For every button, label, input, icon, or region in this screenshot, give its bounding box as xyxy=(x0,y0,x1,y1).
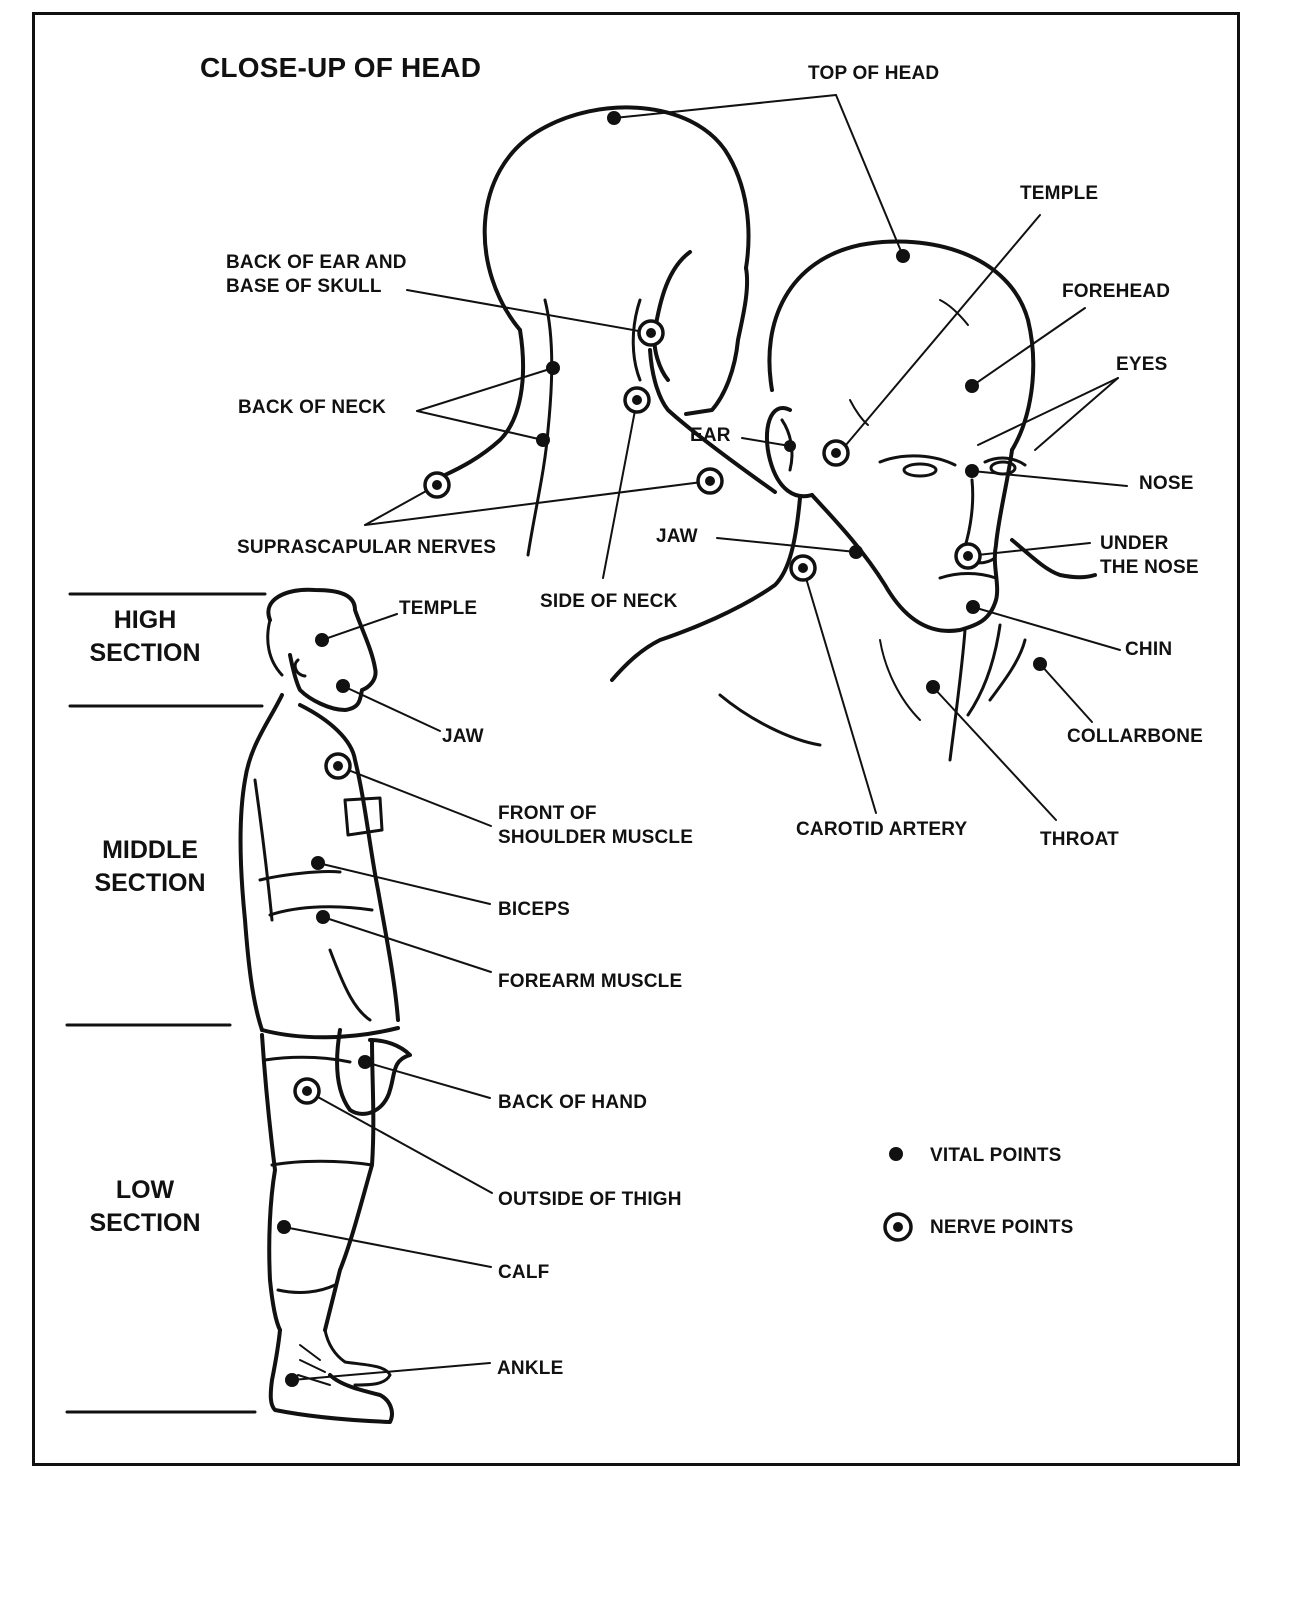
vital-points xyxy=(277,111,1047,1387)
label-low-section: LOW SECTION xyxy=(89,1176,201,1237)
legend-nerve-points: NERVE POINTS xyxy=(930,1217,1074,1238)
label-throat: THROAT xyxy=(1040,829,1119,850)
nerve-point-carotid-artery xyxy=(789,554,817,582)
vital-point-ear xyxy=(784,440,796,452)
label-middle-section: MIDDLE SECTION xyxy=(94,836,206,897)
legend-nerve-ring xyxy=(883,1212,913,1242)
vital-point-back-of-neck-1 xyxy=(546,361,560,375)
vital-point-soldier-temple xyxy=(315,633,329,647)
soldier-drawing xyxy=(238,587,412,1424)
vital-point-back-of-hand xyxy=(358,1055,372,1069)
vital-point-biceps xyxy=(311,856,325,870)
vital-point-calf xyxy=(277,1220,291,1234)
label-jaw-head: JAW xyxy=(656,526,698,547)
diagram-frame xyxy=(32,12,1240,1466)
label-ankle: ANKLE xyxy=(497,1358,564,1379)
label-chin: CHIN xyxy=(1125,639,1173,660)
nerve-points xyxy=(293,319,982,1242)
legend-vital-points: VITAL POINTS xyxy=(930,1145,1062,1166)
vital-point-collarbone xyxy=(1033,657,1047,671)
nerve-point-back-of-ear xyxy=(637,319,665,347)
label-suprascapular-nerves: SUPRASCAPULAR NERVES xyxy=(237,537,497,558)
diagram-title: CLOSE-UP OF HEAD xyxy=(200,52,482,83)
nerve-point-under-nose xyxy=(954,542,982,570)
nerve-point-suprascapular-left xyxy=(423,471,451,499)
vital-point-soldier-jaw xyxy=(336,679,350,693)
label-soldier-jaw: JAW xyxy=(442,726,484,747)
vital-point-nose xyxy=(965,464,979,478)
label-ear: EAR xyxy=(690,425,731,446)
label-biceps: BICEPS xyxy=(498,899,570,920)
nerve-point-outside-thigh xyxy=(293,1077,321,1105)
vital-point-jaw xyxy=(849,545,863,559)
vital-point-top-of-head xyxy=(607,111,621,125)
label-front-of-shoulder: FRONT OF SHOULDER MUSCLE xyxy=(498,803,694,848)
vital-point-top-of-head-front xyxy=(896,249,910,263)
label-back-of-neck: BACK OF NECK xyxy=(238,397,387,418)
vital-point-ankle xyxy=(285,1373,299,1387)
vital-point-forehead xyxy=(965,379,979,393)
label-eyes: EYES xyxy=(1116,354,1168,375)
label-carotid-artery: CAROTID ARTERY xyxy=(796,819,968,840)
nerve-point-front-shoulder xyxy=(324,752,352,780)
back-head-drawing xyxy=(443,105,777,557)
label-high-section: HIGH SECTION xyxy=(89,606,201,667)
nerve-point-side-of-neck xyxy=(623,386,651,414)
label-under-the-nose: UNDER THE NOSE xyxy=(1100,533,1199,578)
leader-lines xyxy=(283,94,1128,1381)
vital-point-forearm xyxy=(316,910,330,924)
label-nose: NOSE xyxy=(1139,473,1194,494)
label-soldier-temple: TEMPLE xyxy=(399,598,478,619)
vital-point-back-of-neck-2 xyxy=(536,433,550,447)
label-calf: CALF xyxy=(498,1262,550,1283)
label-temple-head: TEMPLE xyxy=(1020,183,1099,204)
front-head-drawing xyxy=(610,239,1097,762)
nerve-point-suprascapular-right xyxy=(696,467,724,495)
section-dividers xyxy=(65,592,267,1414)
vital-point-throat xyxy=(926,680,940,694)
label-top-of-head: TOP OF HEAD xyxy=(808,63,940,84)
label-back-of-ear: BACK OF EAR AND BASE OF SKULL xyxy=(226,252,407,297)
label-side-of-neck: SIDE OF NECK xyxy=(540,591,678,612)
label-forehead: FOREHEAD xyxy=(1062,281,1171,302)
label-forearm-muscle: FOREARM MUSCLE xyxy=(498,971,683,992)
legend-vital-dot xyxy=(889,1147,903,1161)
label-collarbone: COLLARBONE xyxy=(1067,726,1204,747)
vital-point-chin xyxy=(966,600,980,614)
nerve-point-temple xyxy=(822,439,850,467)
label-outside-of-thigh: OUTSIDE OF THIGH xyxy=(498,1189,682,1210)
label-back-of-hand: BACK OF HAND xyxy=(498,1092,648,1113)
